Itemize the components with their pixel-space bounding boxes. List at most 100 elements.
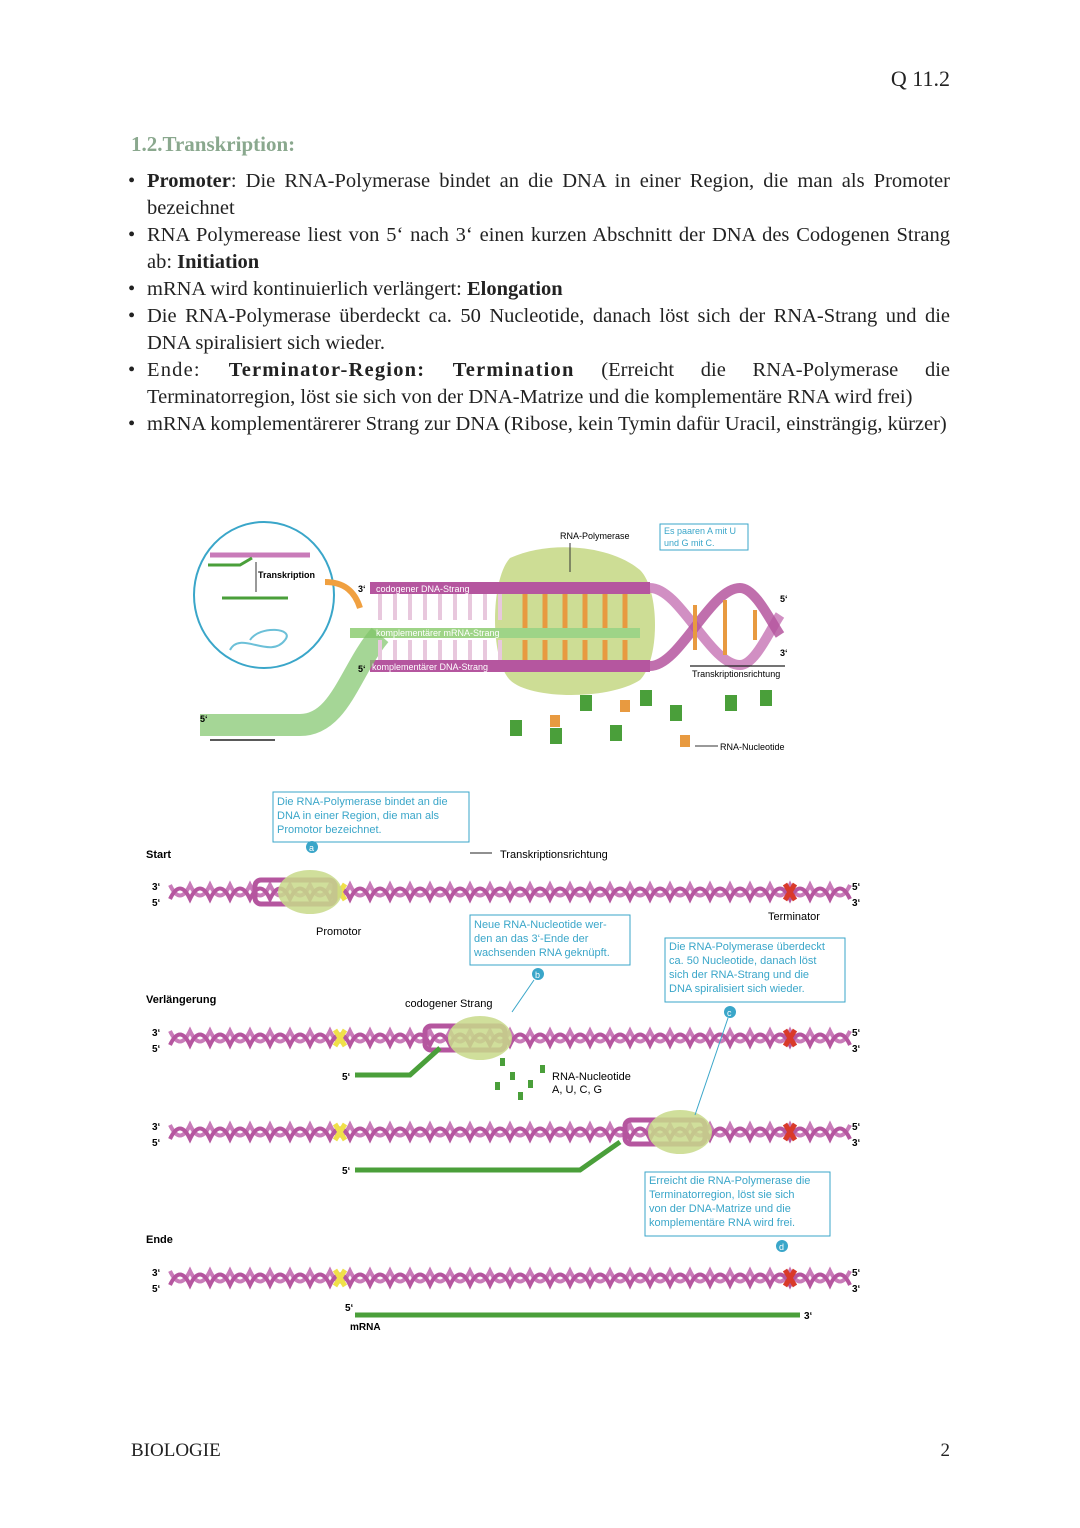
- dna-label: komplementärer DNA-Strang: [372, 662, 488, 672]
- bullet-term: Initiation: [177, 251, 260, 273]
- row-end-terminator-mark: [782, 1268, 798, 1288]
- free-nucleotides-orange: [550, 700, 690, 747]
- row-late-end-5: 5‘: [152, 1138, 161, 1149]
- codogen-strand: [370, 582, 650, 594]
- marker-c: [724, 1006, 736, 1018]
- bullet-list: Promoter: Die RNA-Polymerase bindet an d…: [128, 168, 950, 438]
- note-a-box: [272, 791, 470, 843]
- end-5-tail: 5‘: [200, 714, 208, 724]
- mrna-strand: [350, 628, 640, 638]
- base-pairs: [378, 594, 502, 660]
- inset-rna: [208, 556, 253, 567]
- row-end-a: [168, 1266, 852, 1284]
- mrna-tail: [200, 627, 389, 736]
- marker-a-label: a: [309, 843, 314, 853]
- row-elong-promotor-mark: [332, 1028, 348, 1048]
- helix-pairs: [693, 600, 757, 655]
- row-elong-end-3: 3‘: [152, 1028, 161, 1039]
- marker-c-label: c: [727, 1008, 732, 1018]
- note-c-box: [664, 937, 846, 1003]
- helix-b: [649, 582, 785, 671]
- page-number: 2: [940, 1440, 951, 1461]
- marker-b-pointer: [511, 979, 535, 1013]
- nucleotide-label: RNA-Nucleotide: [720, 742, 785, 752]
- bullet-text: Die RNA-Polymerase überdeckt ca. 50 Nucl…: [147, 305, 950, 354]
- row-end-end-3r: 3‘: [852, 1284, 861, 1295]
- row-late-end-5r: 5‘: [852, 1122, 861, 1133]
- row-late-a: [168, 1120, 852, 1138]
- footer-subject: BIOLOGIE: [131, 1440, 221, 1461]
- bullet-text: RNA Polymerease liest von 5‘ nach 3‘ ein…: [147, 224, 950, 273]
- transcription-detail-figure: Transkription codogener DNA-Strang kompl…: [193, 521, 788, 752]
- row-start-end-5r: 5‘: [852, 882, 861, 893]
- row-late-b: [168, 1126, 852, 1144]
- free-nucleotides-2: [495, 1058, 545, 1100]
- marker-b: [532, 968, 544, 980]
- bullet-term: Terminator-Region: Termination: [228, 359, 575, 381]
- note-b: Neue RNA-Nucleotide wer-den an das 3‘-En…: [473, 919, 610, 959]
- nucleotide-types: A, U, C, G: [552, 1084, 602, 1096]
- row-elong-rna-5: 5‘: [342, 1072, 351, 1083]
- row-start-polymerase: [278, 870, 342, 914]
- zoom-arrow: [324, 579, 363, 609]
- note-b-box: [469, 914, 631, 966]
- row-end-end-5r: 5‘: [852, 1268, 861, 1279]
- end-5-right: 5‘: [780, 594, 788, 604]
- end-3-right: 3‘: [780, 648, 788, 658]
- section-title: 1.2.Transkription:: [131, 132, 296, 156]
- row-late-end-3r: 3‘: [852, 1138, 861, 1149]
- bullet-text: : Die RNA-Polymerase bindet an die DNA i…: [147, 170, 950, 219]
- promotor-label: Promotor: [316, 926, 362, 938]
- row-end-end-5: 5‘: [152, 1284, 161, 1295]
- mrna-label-2: mRNA: [350, 1322, 381, 1333]
- row-late-end-3: 3‘: [152, 1122, 161, 1133]
- row-start-end-3: 3‘: [152, 882, 161, 893]
- bullet-text: mRNA wird kontinuierlich verlängert:: [147, 278, 467, 300]
- codogen-strand-label: codogener Strang: [405, 998, 492, 1010]
- bullet-mrna: mRNA komplementärerer Strang zur DNA (Ri…: [128, 411, 950, 438]
- rna-polymerase: [495, 547, 655, 695]
- nucleotide-label-2: RNA-Nucleotide: [552, 1071, 631, 1083]
- row-start-end-3r: 3‘: [852, 898, 861, 909]
- marker-a: [306, 841, 318, 853]
- row-elong-end-5r: 5‘: [852, 1028, 861, 1039]
- bullet-text: Ende:: [147, 359, 229, 381]
- course-label: Q 11.2: [890, 66, 950, 91]
- row-start-terminator-mark: [782, 882, 798, 902]
- bullet-text: mRNA komplementärerer Strang zur DNA (Ri…: [147, 413, 947, 435]
- end-5-left: 5‘: [358, 664, 366, 674]
- row-late-promotor-mark: [332, 1122, 348, 1142]
- stage-elongation: Verlängerung: [146, 994, 216, 1006]
- inset-ribosome: [229, 628, 288, 651]
- row-late-terminator-mark: [782, 1122, 798, 1142]
- row-end-mrna-3: 3‘: [804, 1311, 813, 1322]
- pairing-note-box: [659, 523, 749, 551]
- marker-d-label: d: [779, 1242, 784, 1252]
- row-elong-polymerase: [448, 1016, 512, 1060]
- bullet-text: (Erreicht die RNA-Polymerase die Termina…: [147, 359, 950, 408]
- note-d-box: [644, 1171, 831, 1237]
- row-start-end-5: 5‘: [152, 898, 161, 909]
- stage-end: Ende: [146, 1234, 173, 1246]
- row-elong-end-5: 5‘: [152, 1044, 161, 1055]
- row-elong-terminator-mark: [782, 1028, 798, 1048]
- free-nucleotides: [510, 690, 772, 744]
- direction-label-2: Transkriptionsrichtung: [500, 849, 608, 861]
- direction-label: Transkriptionsrichtung: [692, 669, 780, 679]
- bullet-term: Elongation: [466, 278, 563, 300]
- marker-d: [776, 1240, 788, 1252]
- bullet-initiation: RNA Polymerease liest von 5‘ nach 3‘ ein…: [128, 222, 950, 276]
- inset-label: Transkription: [258, 570, 315, 580]
- row-elong-rna: [355, 1046, 442, 1078]
- row-late-rna-5: 5‘: [342, 1166, 351, 1177]
- marker-c-pointer: [694, 1017, 729, 1116]
- marker-b-label: b: [535, 970, 540, 980]
- terminator-label: Terminator: [768, 911, 820, 923]
- row-end-mrna-5: 5‘: [345, 1303, 354, 1314]
- dna-strand: [370, 660, 650, 672]
- helix-a: [649, 583, 785, 671]
- row-late-rna: [355, 1139, 622, 1173]
